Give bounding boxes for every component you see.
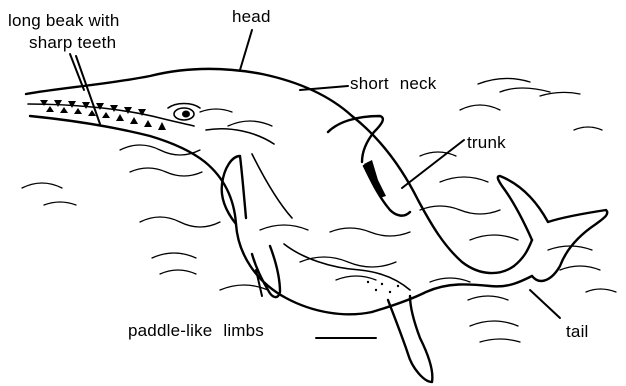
- water-waves: [22, 78, 616, 342]
- tail-label: tail: [566, 322, 589, 342]
- head-leader: [240, 30, 252, 70]
- limbs-label: paddle-like limbs: [128, 321, 264, 341]
- beak-label-line1: long beak with: [8, 11, 119, 31]
- neck-label: short neck: [350, 74, 436, 94]
- tail-leader: [530, 290, 560, 318]
- head-label: head: [232, 7, 271, 27]
- trunk-leader: [402, 140, 464, 188]
- ichthyosaur-body: [26, 69, 607, 382]
- trunk-label: trunk: [467, 133, 506, 153]
- beak-label-line2: sharp teeth: [29, 33, 116, 53]
